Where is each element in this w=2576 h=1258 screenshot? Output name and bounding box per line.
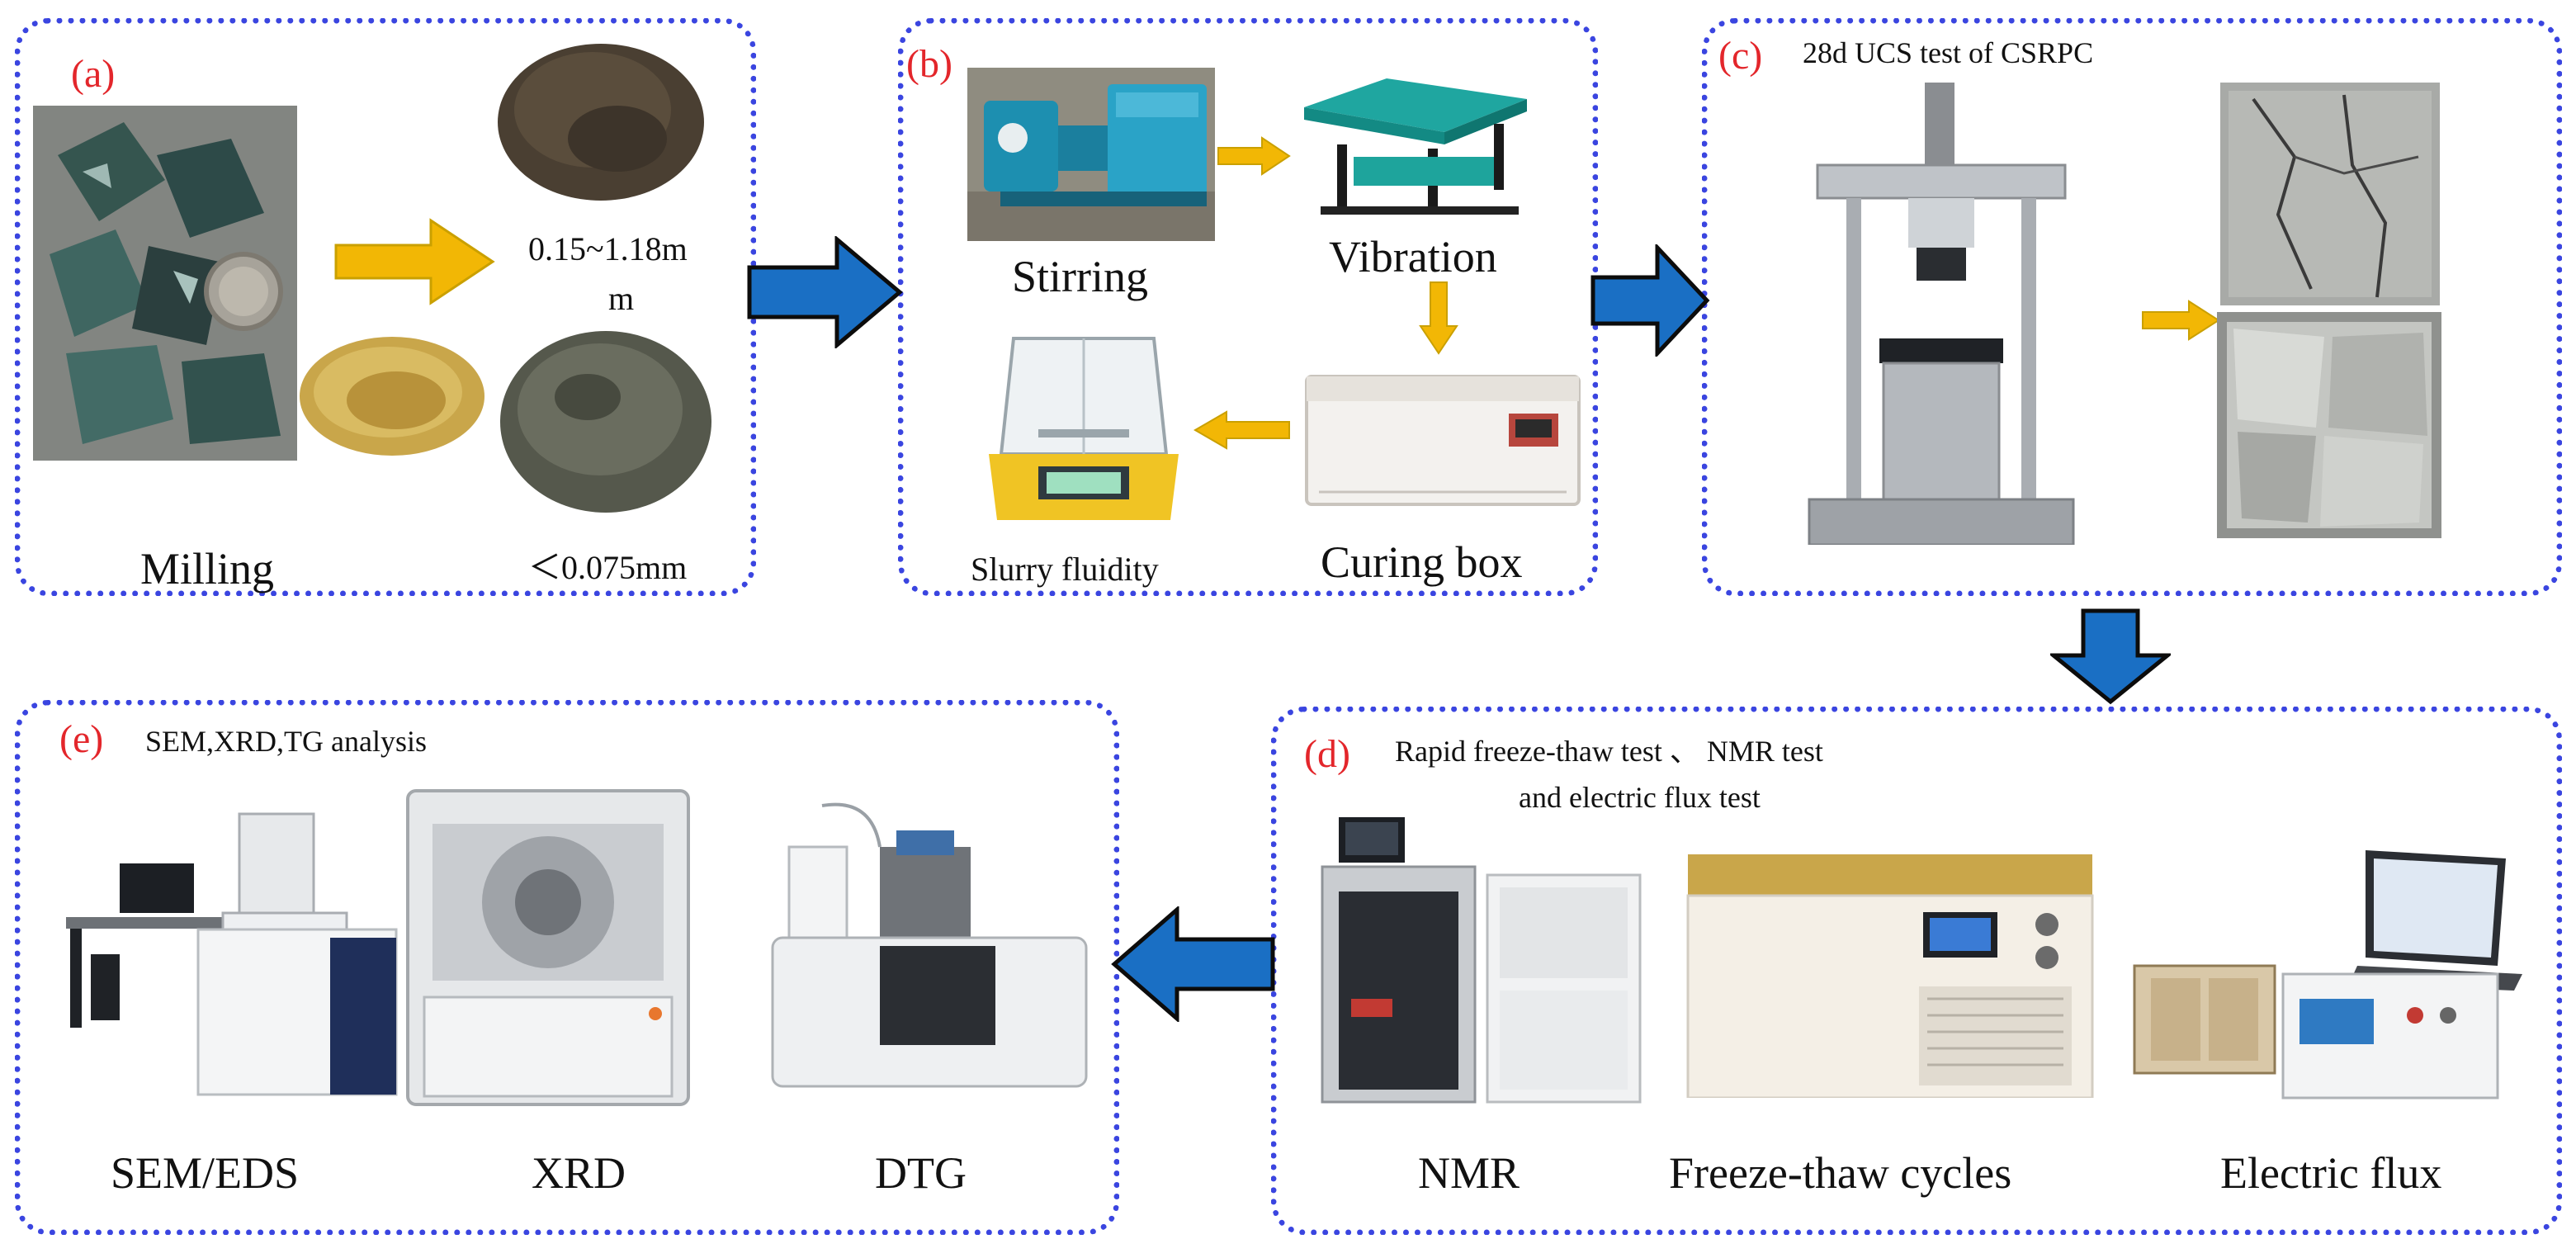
- balance-photo: [989, 337, 1179, 520]
- nmr-label: NMR: [1418, 1148, 1520, 1198]
- gold-arrow-a: [334, 218, 495, 305]
- panel-a-tag: (a): [71, 52, 116, 96]
- cracked-specimen-photo: [2220, 83, 2440, 305]
- blue-arrow-a-to-b: [747, 236, 903, 348]
- gold-arrow-b1: [1217, 136, 1291, 176]
- panel-b-tag: (b): [906, 42, 952, 86]
- sem-eds-label: SEM/EDS: [111, 1148, 300, 1198]
- coarse-size-label-wrap: m: [608, 280, 635, 317]
- xrd-label: XRD: [532, 1148, 626, 1198]
- nmr-equipment-photo: [1321, 817, 1642, 1104]
- panel-e-tag: (e): [59, 717, 104, 761]
- dtg-label: DTG: [875, 1148, 967, 1198]
- curing-box-label: Curing box: [1321, 537, 1523, 587]
- fine-powder-pile: [500, 331, 711, 513]
- blue-arrow-c-to-d: [2050, 608, 2171, 705]
- electric-flux-label: Electric flux: [2220, 1148, 2442, 1198]
- gold-powder-photo: [297, 318, 487, 466]
- panel-c-tag: (c): [1718, 34, 1763, 78]
- blue-arrow-d-to-e: [1111, 906, 1275, 1022]
- panel-e-title: SEM,XRD,TG analysis: [145, 725, 427, 758]
- dtg-photo: [771, 802, 1088, 1088]
- stirring-label: Stirring: [1012, 252, 1149, 301]
- coarse-powder-pile: [498, 44, 704, 201]
- milling-label: Milling: [140, 544, 275, 594]
- blue-arrow-b-to-c: [1591, 244, 1710, 357]
- slurry-fluidity-label: Slurry fluidity: [971, 551, 1159, 588]
- panel-c-title: 28d UCS test of CSRPC: [1803, 36, 2094, 69]
- slag-chunks-photo: [33, 106, 297, 461]
- freeze-thaw-label: Freeze-thaw cycles: [1669, 1148, 2012, 1198]
- xrd-photo: [406, 789, 690, 1106]
- mixer-photo: [967, 68, 1215, 241]
- gold-arrow-c: [2142, 300, 2220, 341]
- gold-arrow-b3: [1193, 410, 1290, 450]
- panel-d-title-line2: and electric flux test: [1519, 781, 1761, 814]
- broken-specimen-photo: [2217, 312, 2441, 538]
- sem-eds-photo: [66, 812, 398, 1096]
- vibration-label: Vibration: [1329, 232, 1497, 281]
- gold-arrow-b2: [1419, 281, 1458, 355]
- fine-size-label: ＜0.075mm: [528, 549, 688, 586]
- panel-c: [1702, 18, 2562, 596]
- freeze-thaw-machine-photo: [1686, 854, 2094, 1098]
- electric-flux-photo: [2133, 850, 2522, 1100]
- panel-d-tag: (d): [1304, 732, 1350, 776]
- ucs-press-photo: [1808, 83, 2075, 545]
- vibration-table-photo: [1304, 78, 1527, 215]
- coarse-size-label: 0.15~1.18m: [528, 230, 688, 267]
- curing-box-photo: [1305, 375, 1581, 506]
- panel-d-title-line1: Rapid freeze-thaw test 、 NMR test: [1395, 735, 1823, 768]
